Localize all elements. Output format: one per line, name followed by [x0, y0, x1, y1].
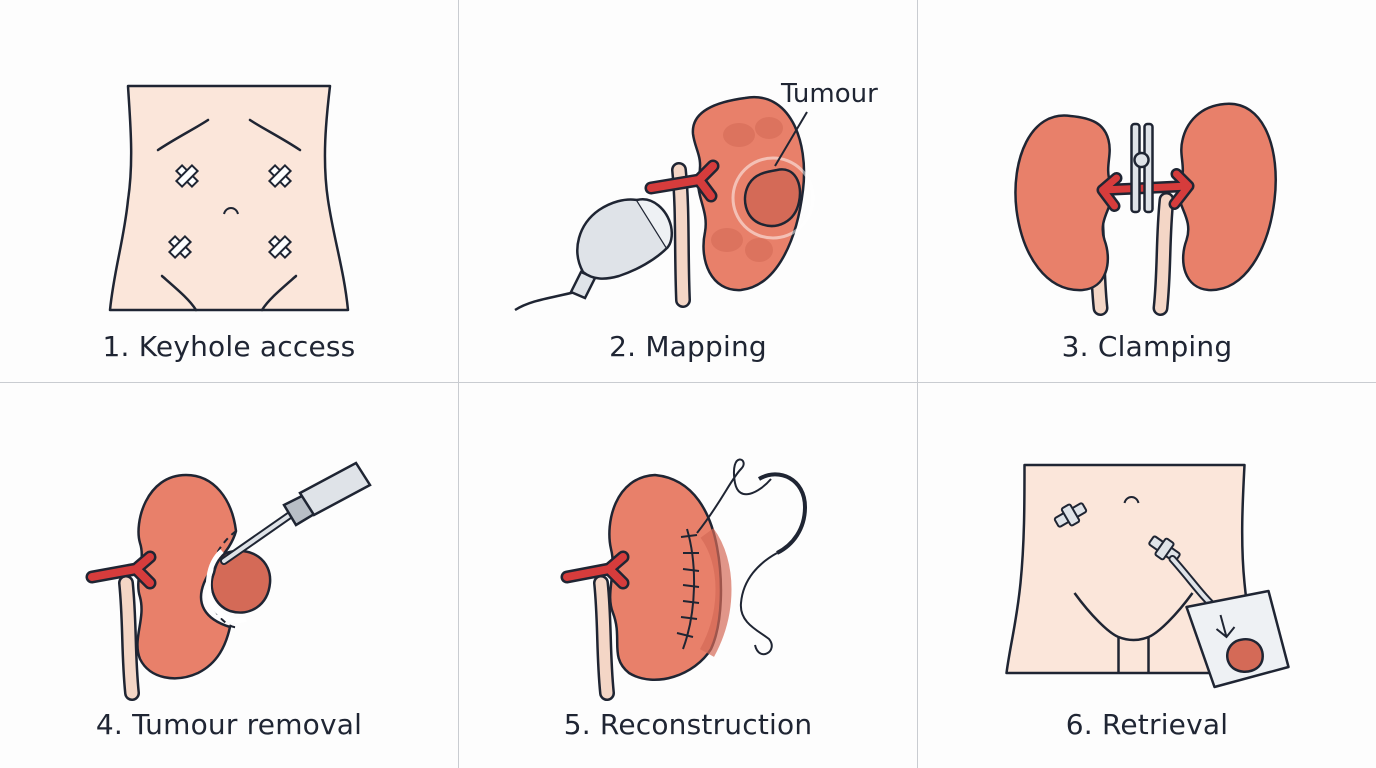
- step-6-panel: 6. Retrieval: [918, 383, 1376, 768]
- tumour-callout: Tumour: [780, 79, 878, 109]
- tumour-removal-illustration: [85, 461, 372, 701]
- tumour-mass: [1226, 638, 1264, 673]
- surgical-instrument-icon: [220, 461, 372, 565]
- step-6-caption: 6. Retrieval: [1065, 708, 1229, 741]
- port-icon: [167, 163, 293, 260]
- step-5-caption: 5. Reconstruction: [563, 708, 813, 741]
- step-1-caption: 1. Keyhole access: [102, 330, 356, 363]
- specimen-retrieval-illustration: [1005, 463, 1290, 689]
- step-3-panel: 3. Clamping: [918, 0, 1376, 383]
- step-4-caption: 4. Tumour removal: [95, 708, 363, 741]
- reconstruction-illustration: [560, 458, 808, 701]
- step-2-caption: 2. Mapping: [609, 330, 767, 363]
- vascular-clamp-icon: [1130, 122, 1154, 214]
- ultrasound-mapping-illustration: Tumour: [514, 79, 878, 312]
- step-1-panel: 1. Keyhole access: [0, 0, 459, 383]
- step-3-caption: 3. Clamping: [1061, 330, 1233, 363]
- tumour-mass: [743, 168, 802, 228]
- tumour-mass: [210, 549, 272, 614]
- step-5-panel: 5. Reconstruction: [459, 383, 918, 768]
- step-2-panel: Tumour 2. Mapping: [459, 0, 918, 383]
- specimen-bag-icon: [1185, 589, 1290, 689]
- step-4-panel: 4. Tumour removal: [0, 383, 459, 768]
- abdomen-port-illustration: [108, 84, 350, 312]
- ultrasound-probe-icon: [514, 198, 674, 312]
- clamping-illustration: [1014, 102, 1277, 316]
- suture-needle-icon: [696, 458, 808, 656]
